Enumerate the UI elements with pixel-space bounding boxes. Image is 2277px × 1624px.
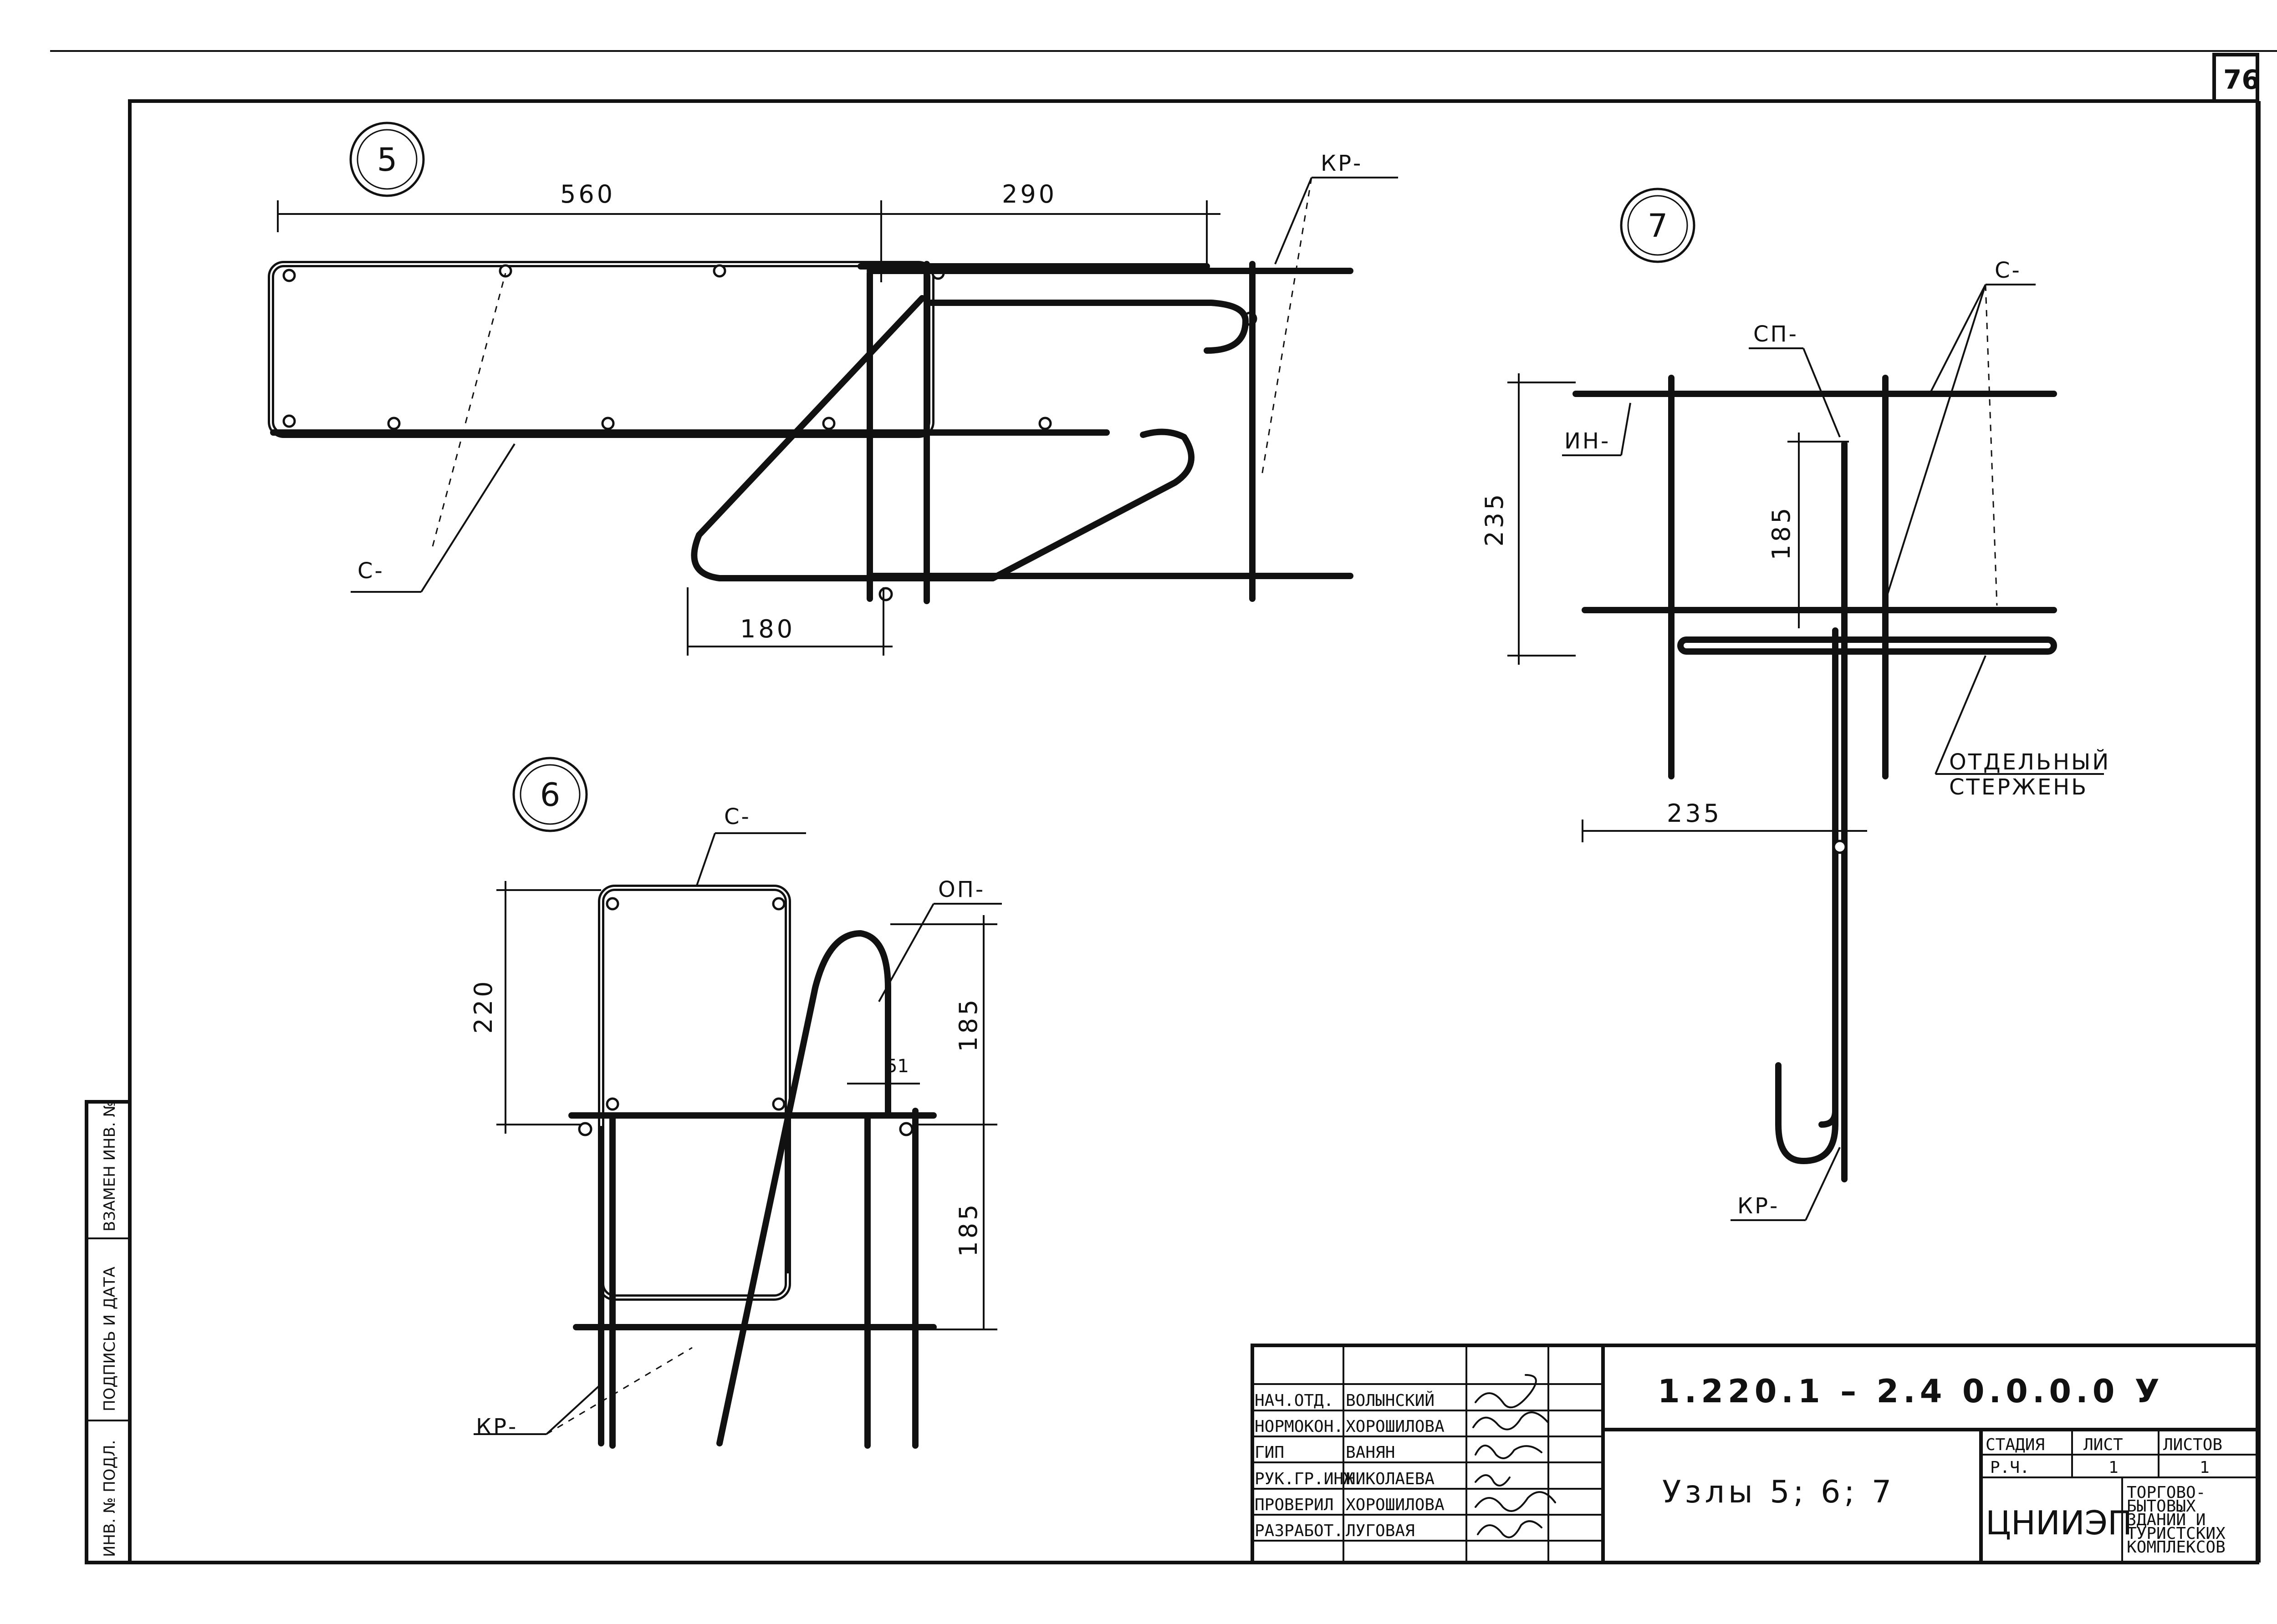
document-code: 1.220.1 – 2.4 0.0.0.0 У [1658, 1373, 2164, 1410]
label-c-node6: С- [724, 804, 751, 830]
org-desc-3: ТУРИСТСКИХ [2127, 1524, 2226, 1543]
node-6-number: 6 [540, 776, 561, 814]
dim-51: 51 [886, 1056, 909, 1077]
sheet-number: 76 [2223, 64, 2260, 95]
org-desc-4: КОМПЛЕКСОВ [2127, 1538, 2226, 1557]
organization: ЦНИИЭП [1986, 1504, 2132, 1542]
stirrup-c [268, 261, 934, 438]
dim-235-vertical: 235 [1480, 491, 1509, 546]
org-desc-2: ЗДАНИЙ И [2127, 1510, 2206, 1529]
stage-header: СТАДИЯ [1986, 1436, 2045, 1454]
signature-3 [1475, 1474, 1511, 1487]
node-6-marker [512, 757, 588, 832]
label-c: С- [357, 558, 384, 584]
label-kr-node6: КР- [476, 1414, 518, 1440]
dim-180: 180 [740, 615, 795, 643]
label-sp: СП- [1753, 321, 1798, 347]
label-separate-2: СТЕРЖЕНЬ [1949, 774, 2088, 800]
sheet-value: 1 [2109, 1458, 2119, 1477]
stage-value: Р.Ч. [1990, 1458, 2030, 1477]
drawing-frame [128, 99, 2259, 1564]
label-op: ОП- [938, 877, 985, 902]
hook-kr [1775, 1062, 1838, 1164]
dim-560: 560 [560, 180, 615, 209]
side-stamp: ИНВ. № ПОДЛ. ПОДПИСЬ И ДАТА ВЗАМЕН ИНВ. … [85, 1100, 132, 1564]
name-5: ЛУГОВАЯ [1346, 1522, 1415, 1540]
stamp-replacement: ВЗАМЕН ИНВ. № [101, 1101, 119, 1232]
separate-bar [1677, 636, 2057, 655]
dim-220: 220 [469, 978, 498, 1033]
name-2: ВАНЯН [1346, 1443, 1395, 1462]
signature-4 [1475, 1491, 1556, 1512]
signature-0 [1475, 1374, 1537, 1409]
node-7-number: 7 [1648, 207, 1668, 244]
node-7-marker [1620, 188, 1695, 263]
node-5: 5 560 290 КР- [268, 122, 1398, 656]
sheets-header: ЛИСТОВ [2163, 1436, 2222, 1454]
role-4: ПРОВЕРИЛ [1255, 1496, 1333, 1514]
signature-5 [1477, 1520, 1542, 1538]
dim-290: 290 [1002, 180, 1057, 209]
sheet-header: ЛИСТ [2083, 1436, 2123, 1454]
name-0: ВОЛЫНСКИЙ [1346, 1391, 1435, 1410]
stamp-signature: ПОДПИСЬ И ДАТА [101, 1267, 119, 1411]
stamp-inventory: ИНВ. № ПОДЛ. [101, 1440, 119, 1557]
role-3: РУК.ГР.ИНЖ. [1255, 1470, 1363, 1488]
dim-185-top: 185 [954, 997, 983, 1052]
role-2: ГИП [1255, 1443, 1284, 1462]
label-separate-1: ОТДЕЛЬНЫЙ [1949, 749, 2110, 775]
role-5: РАЗРАБОТ. [1255, 1522, 1343, 1540]
org-desc-1: БЫТОВЫХ [2127, 1497, 2196, 1516]
node-6: 6 С- 220 ОП- 185 185 51 [469, 757, 1002, 1449]
name-1: ХОРОШИЛОВА [1346, 1417, 1445, 1436]
role-1: НОРМОКОН. [1255, 1417, 1343, 1436]
title-block: НАЧ.ОТД. ВОЛЫНСКИЙ НОРМОКОН. ХОРОШИЛОВА … [1251, 1344, 2259, 1564]
label-kr-node7: КР- [1737, 1193, 1779, 1219]
dim-185-bottom: 185 [954, 1201, 983, 1257]
node-5-marker [349, 122, 425, 197]
name-3: НИКОЛАЕВА [1346, 1470, 1435, 1488]
sheet-number-box [2212, 53, 2259, 103]
node-7: 7 235 185 235 С- СП- ИН- [1480, 188, 2110, 1221]
label-in: ИН- [1564, 428, 1610, 454]
node-5-number: 5 [377, 141, 398, 178]
dim-235-horizontal: 235 [1667, 799, 1722, 828]
signature-2 [1475, 1445, 1542, 1459]
org-desc-0: ТОРГОВО- [2127, 1483, 2206, 1502]
dim-185-node7: 185 [1767, 505, 1796, 560]
label-kr: КР- [1321, 151, 1363, 176]
hook-top [928, 300, 1249, 354]
role-0: НАЧ.ОТД. [1255, 1391, 1333, 1410]
label-c-node7: С- [1995, 258, 2022, 283]
name-4: ХОРОШИЛОВА [1346, 1496, 1445, 1514]
signature-1 [1472, 1411, 1549, 1431]
bent-bar [691, 295, 1195, 581]
hook-op [716, 930, 891, 1446]
drawing-title: Узлы 5; 6; 7 [1662, 1474, 1895, 1510]
sheets-value: 1 [2200, 1458, 2210, 1477]
